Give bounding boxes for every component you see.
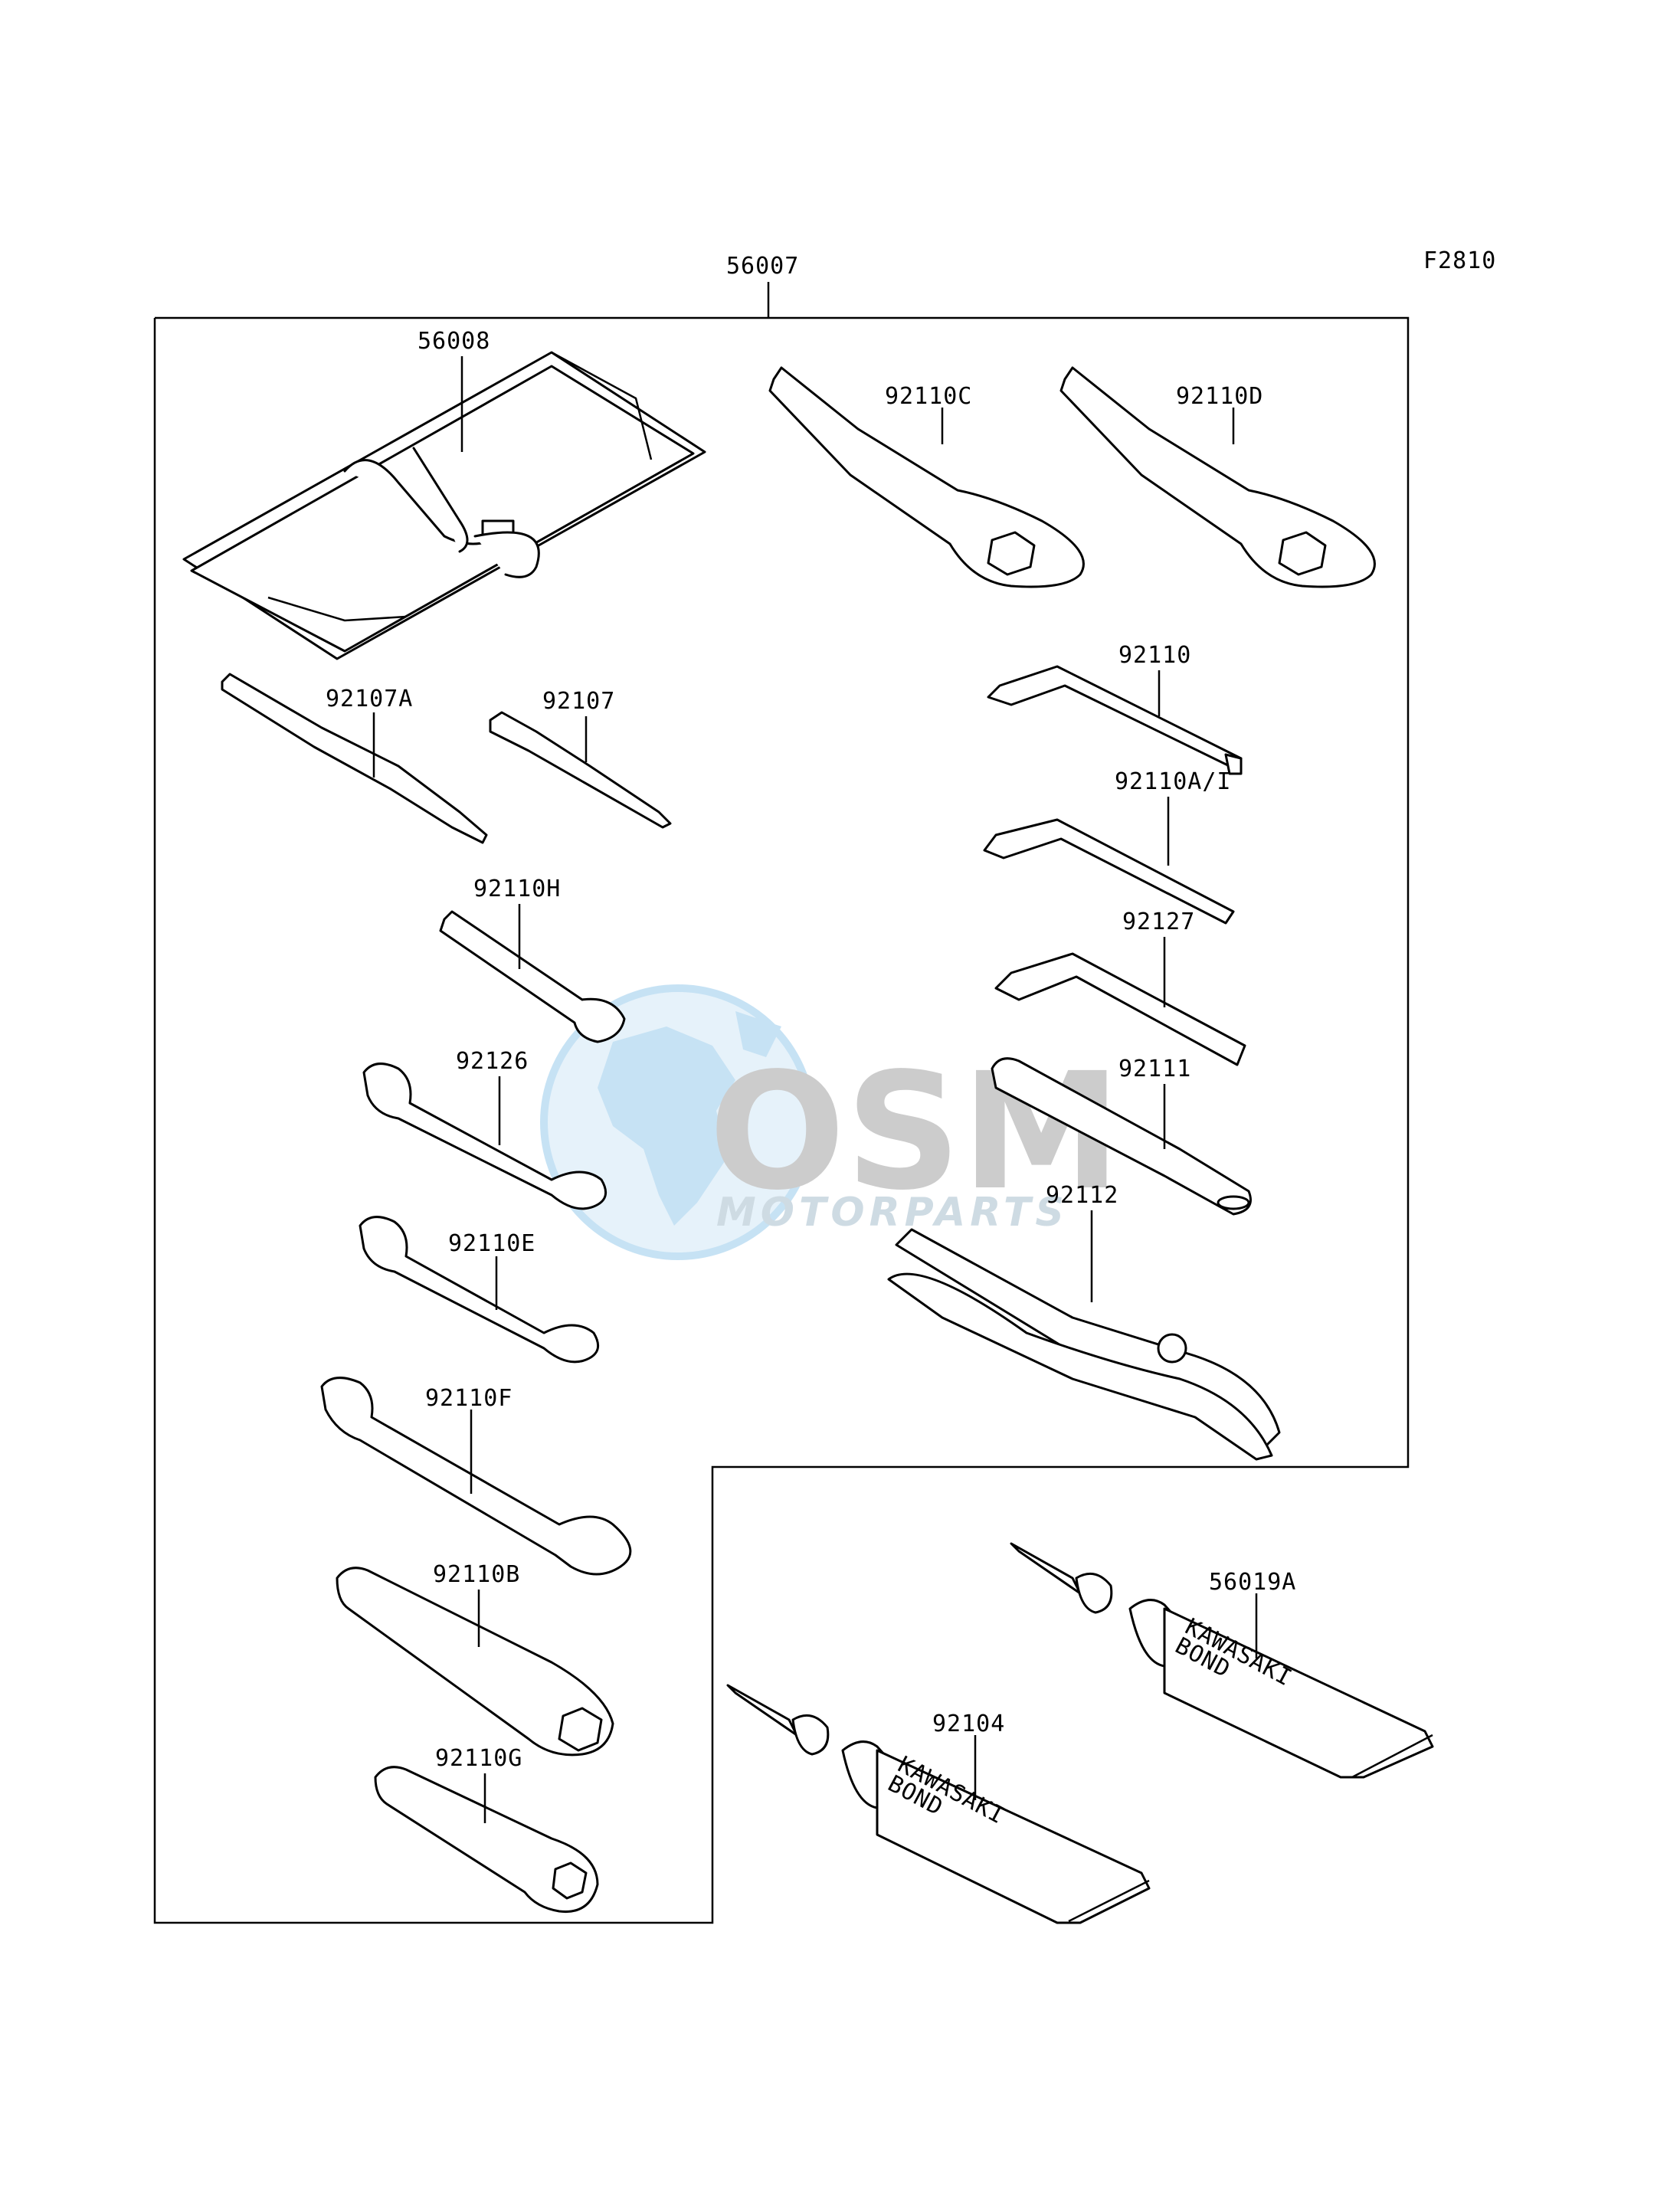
ring-wrench-92110C: 92110C xyxy=(768,366,1085,588)
watermark-tagline: MOTORPARTS xyxy=(716,1190,1069,1236)
label-92111: 92111 xyxy=(1118,1056,1191,1082)
bond-tube-56019A: KAWASAKI BOND 56019A xyxy=(1010,1542,1434,1779)
ring-wrench-92110D: 92110D xyxy=(1059,366,1376,588)
pliers-92112: 92112 xyxy=(887,1182,1281,1461)
label-92110G: 92110G xyxy=(435,1745,522,1772)
wrench-92110F: 92110F xyxy=(320,1377,632,1576)
bond-tube-92104: KAWASAKI BOND 92104 xyxy=(726,1684,1151,1924)
assembly-bracket: 56007 xyxy=(153,253,1410,1924)
screwdriver-92107A: 92107A xyxy=(221,673,488,844)
screwdriver-92107: 92107 xyxy=(489,688,672,829)
handle-92111: 92111 xyxy=(991,1056,1252,1216)
figure-code: F2810 xyxy=(1423,247,1496,274)
label-92112: 92112 xyxy=(1046,1182,1118,1209)
wrench-92110H: 92110H xyxy=(439,876,626,1043)
box-spanner-92110G: 92110G xyxy=(374,1745,599,1914)
label-92110B: 92110B xyxy=(433,1561,520,1588)
label-92110D: 92110D xyxy=(1176,383,1263,410)
label-92110AI: 92110A/I xyxy=(1115,768,1232,795)
hex-key-92127: 92127 xyxy=(994,909,1246,1066)
label-92110: 92110 xyxy=(1118,642,1191,669)
label-56008: 56008 xyxy=(418,328,490,355)
label-92126: 92126 xyxy=(456,1048,529,1075)
globe-continents-icon xyxy=(598,1011,781,1226)
label-92110H: 92110H xyxy=(473,876,561,902)
assembly-label: 56007 xyxy=(726,253,799,280)
watermark-logo: OSM xyxy=(709,1038,1122,1226)
tool-bag: 56008 xyxy=(182,328,706,660)
watermark: OSM MOTORPARTS xyxy=(540,984,1122,1260)
label-92110F: 92110F xyxy=(425,1385,513,1412)
hex-key-92110AI: 92110A/I xyxy=(983,768,1235,925)
label-92104: 92104 xyxy=(932,1711,1005,1737)
label-92107A: 92107A xyxy=(326,686,413,712)
hex-key-92110: 92110 xyxy=(987,642,1243,775)
label-92107: 92107 xyxy=(542,688,615,715)
label-56019A: 56019A xyxy=(1209,1569,1296,1596)
wrench-92126: 92126 xyxy=(362,1048,607,1210)
box-spanner-92110B: 92110B xyxy=(336,1561,614,1757)
wrench-92110E: 92110E xyxy=(359,1216,600,1364)
label-92110C: 92110C xyxy=(885,383,972,410)
label-92127: 92127 xyxy=(1122,909,1195,935)
label-92110E: 92110E xyxy=(448,1230,535,1257)
